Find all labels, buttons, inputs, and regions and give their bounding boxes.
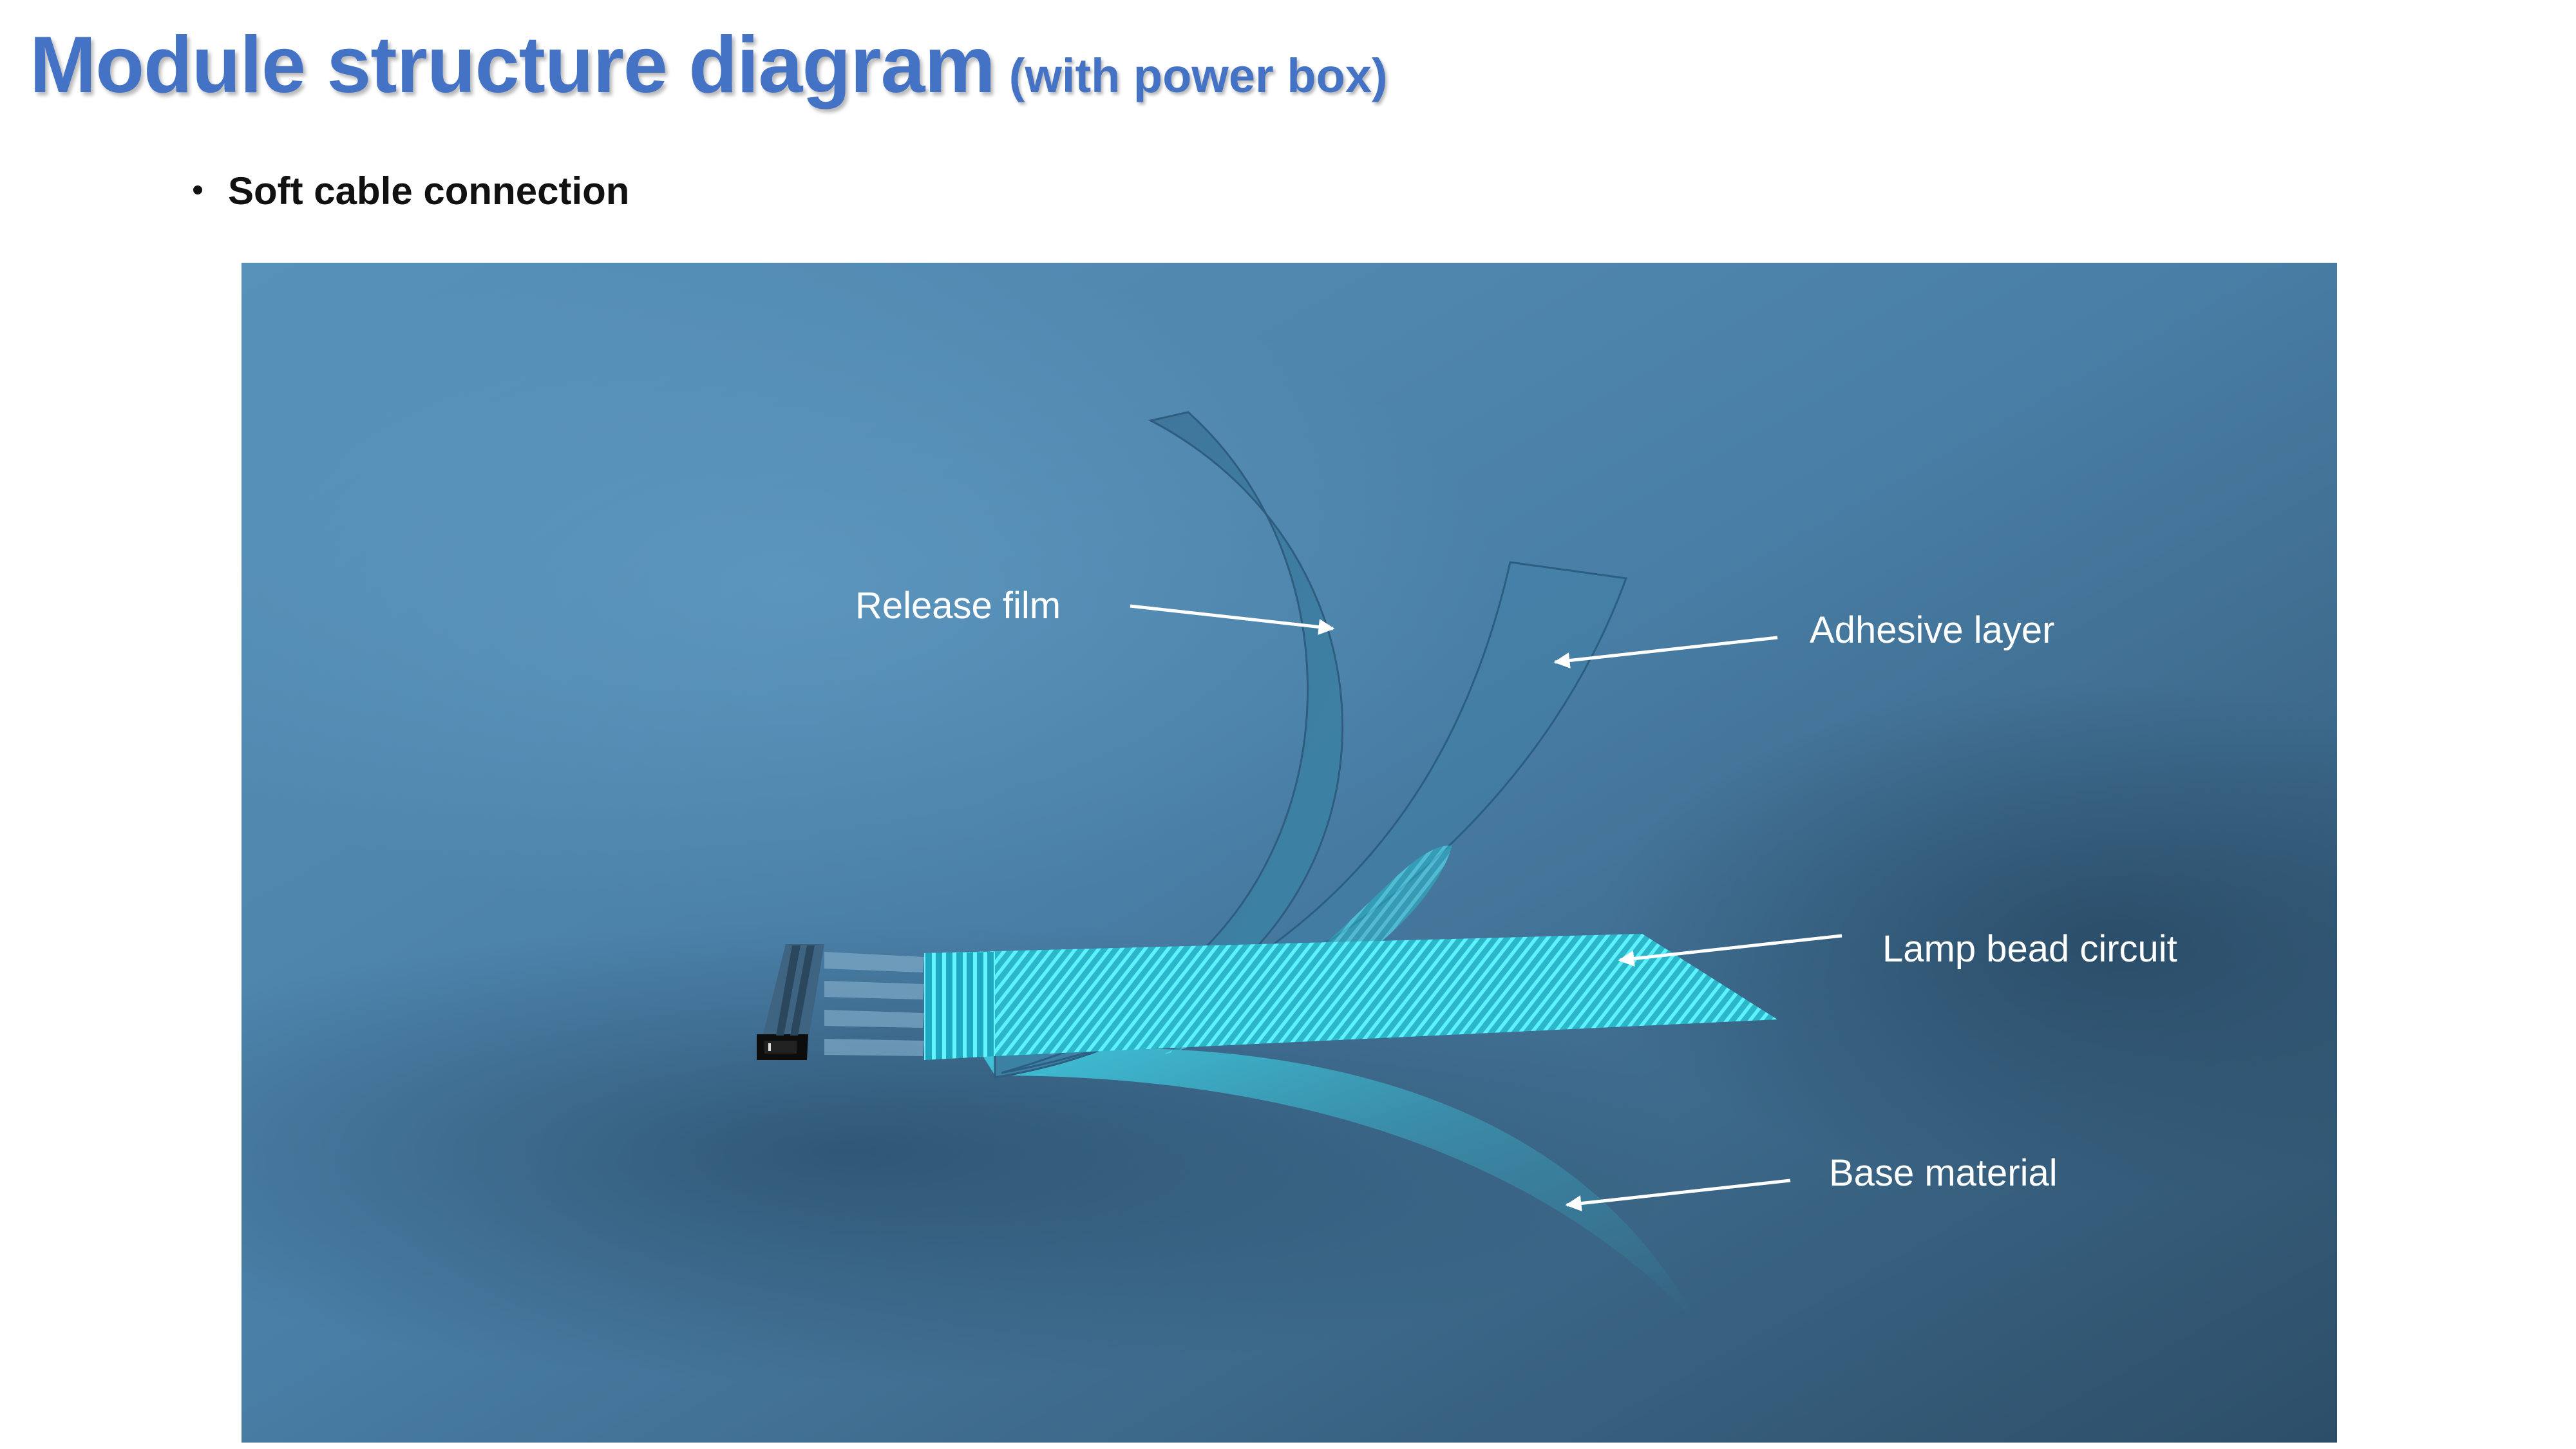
lamp-bead-circuit-arrow-icon bbox=[1618, 934, 1842, 967]
module-diagram-svg: Release film Adhesive layer Lamp bead ci… bbox=[242, 263, 2337, 1443]
label-lamp-bead-circuit: Lamp bead circuit bbox=[1882, 928, 2177, 970]
adhesive-circuit-lines bbox=[1162, 845, 1452, 1055]
bullet-item: Soft cable connection bbox=[193, 169, 629, 213]
background-shadow-right bbox=[1594, 681, 2337, 1197]
module-diagram-image: Release film Adhesive layer Lamp bead ci… bbox=[242, 263, 2337, 1443]
lamp-bead-circuit-strip bbox=[924, 934, 1777, 1056]
power-box bbox=[757, 944, 824, 1060]
release-film-arrow-icon bbox=[1130, 604, 1335, 635]
adhesive-layer bbox=[1001, 561, 1628, 1074]
label-adhesive-layer: Adhesive layer bbox=[1810, 609, 2054, 651]
page-title-wrap: Module structure diagram(with power box) bbox=[30, 19, 1388, 111]
adhesive-layer-arrow-icon bbox=[1553, 636, 1778, 668]
bullet-text: Soft cable connection bbox=[228, 169, 630, 213]
soft-cable-leads bbox=[824, 952, 924, 1056]
base-material-layer bbox=[982, 1048, 1698, 1324]
label-release-film: Release film bbox=[855, 585, 1061, 627]
page-title: Module structure diagram bbox=[30, 21, 996, 109]
label-base-material: Base material bbox=[1829, 1152, 2058, 1194]
base-material-arrow-icon bbox=[1565, 1179, 1791, 1211]
page-subtitle: (with power box) bbox=[1009, 49, 1388, 102]
bullet-dot-icon bbox=[193, 185, 202, 195]
circuit-connector-stripes bbox=[924, 952, 995, 1060]
